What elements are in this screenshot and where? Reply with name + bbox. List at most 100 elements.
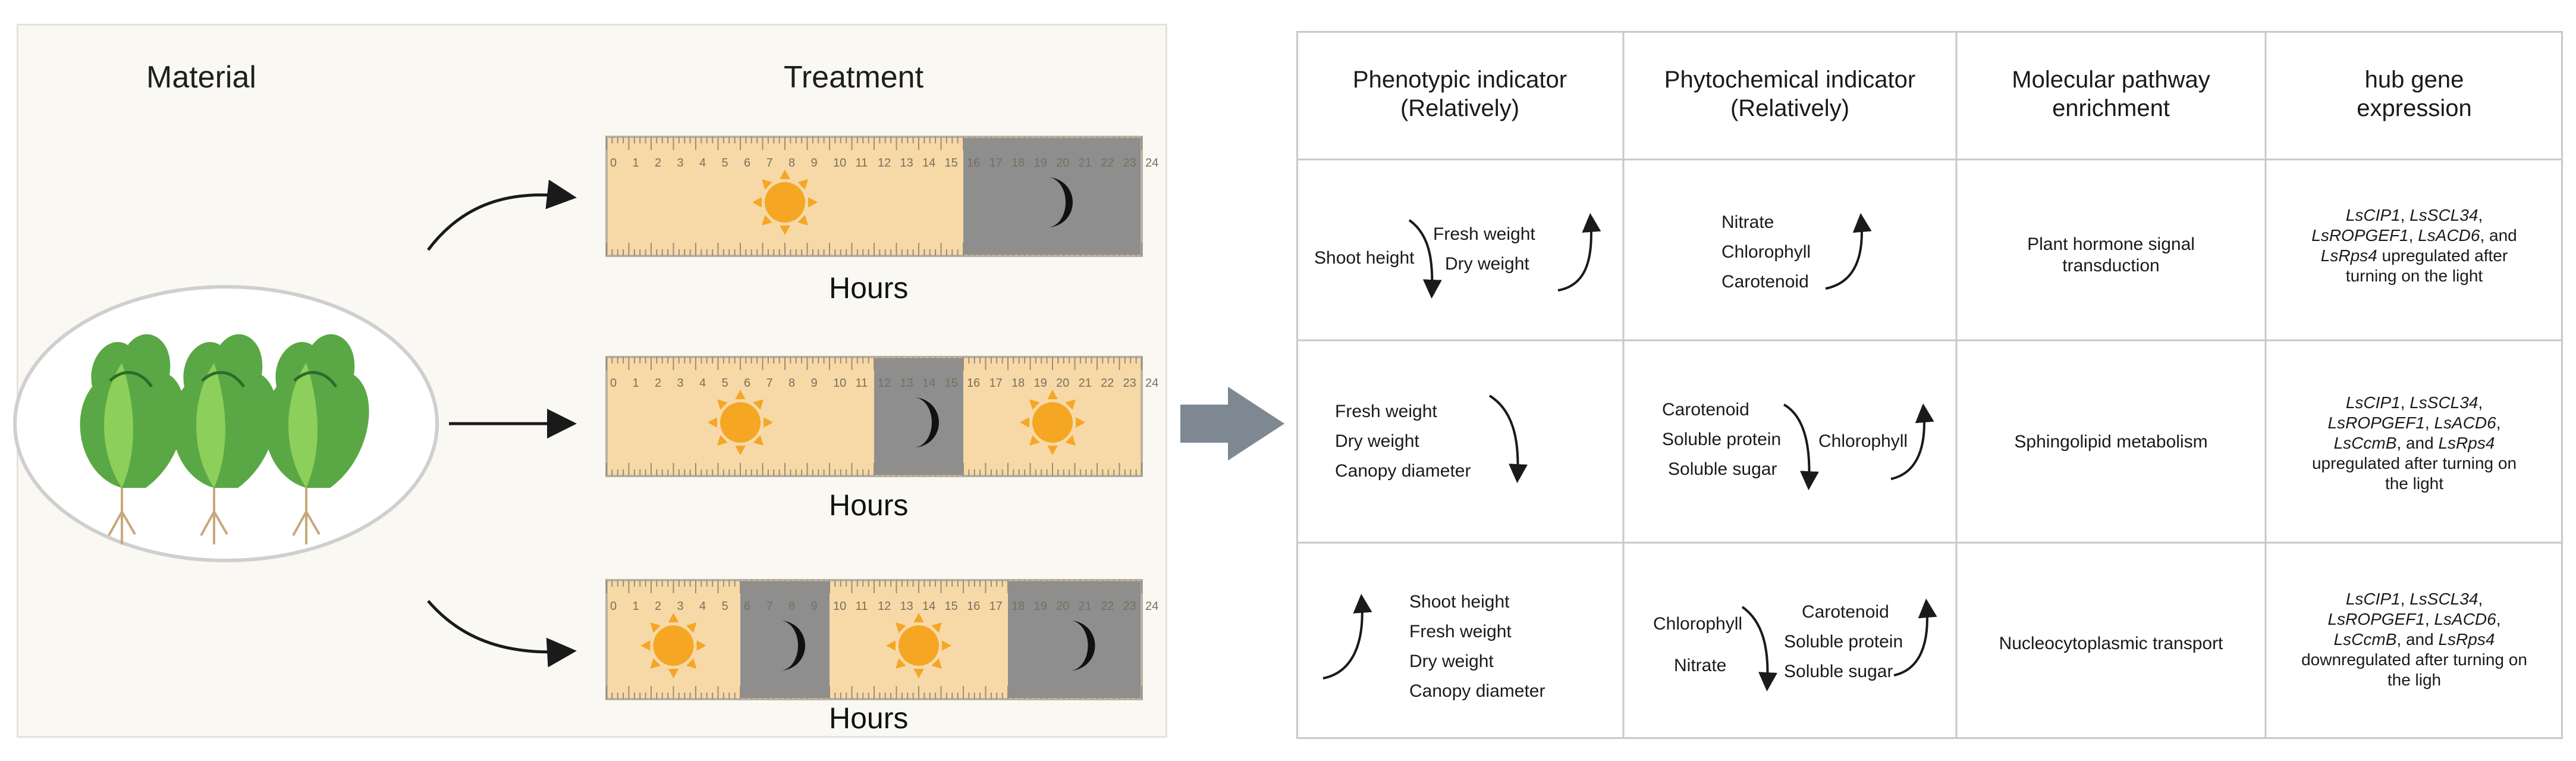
ruler-tick-label: 19: [1034, 600, 1047, 613]
up-trend-arrow: [1557, 213, 1601, 292]
ruler-tick-label: 15: [945, 600, 958, 613]
ruler-tick-label: 20: [1056, 156, 1069, 170]
ruler-tick-label: 2: [655, 600, 661, 613]
row2-gene-line: LsCcmB, and LsRps4: [2333, 434, 2495, 452]
ruler-tick-label: 21: [1079, 156, 1092, 170]
ruler-tick-label: 10: [833, 377, 846, 390]
ruler-tick-label: 5: [722, 600, 728, 613]
ruler-tick-label: 13: [900, 156, 913, 170]
ruler-tick-label: 23: [1123, 156, 1136, 170]
sun-icon: [1020, 390, 1085, 455]
up-trend-arrow: [1890, 403, 1934, 480]
moon-icon: [780, 621, 805, 671]
dark-period: [963, 137, 1142, 256]
ruler-tick-label: 21: [1079, 600, 1092, 613]
sun-icon: [886, 613, 951, 678]
row1-pathway-line: Plant hormone signal: [2027, 234, 2195, 254]
ruler-tick-label: 2: [655, 377, 661, 390]
down-trend-arrow: [1408, 219, 1442, 299]
ruler-tick-label: 19: [1034, 377, 1047, 390]
ruler-tick-label: 12: [878, 156, 891, 170]
row2-pathway-line: Sphingolipid metabolism: [2014, 432, 2208, 452]
ruler-tick-label: 17: [989, 156, 1003, 170]
ruler-tick-label: 18: [1011, 156, 1025, 170]
row2-gene-line: LsROPGEF1, LsACD6,: [2327, 414, 2501, 432]
ruler-tick-label: 1: [633, 156, 639, 170]
moon-icon: [914, 397, 939, 447]
ruler-tick-label: 22: [1101, 600, 1114, 613]
row2-genes: LsCIP1, LsSCL34, LsROPGEF1, LsACD6, LsCc…: [2266, 393, 2563, 494]
header-phytochemical: Phytochemical indicator (Relatively): [1623, 65, 1956, 123]
ruler-tick-label: 12: [878, 377, 891, 390]
ruler-tick-label: 14: [922, 377, 935, 390]
down-trend-arrow: [1488, 394, 1528, 483]
ruler-tick-label: 17: [989, 377, 1003, 390]
row3-phyto-down-item: Chlorophyll: [1653, 614, 1743, 634]
ruler-tick-label: 18: [1011, 377, 1025, 390]
ruler-tick-label: 24: [1145, 377, 1158, 390]
row3-gene-line: the ligh: [2387, 671, 2442, 689]
header-phenotypic-line1: Phenotypic indicator: [1352, 67, 1567, 93]
ruler-tick-label: 0: [610, 377, 617, 390]
results-table: [1296, 31, 2563, 739]
moon-icon: [1070, 621, 1095, 671]
ruler-tick-label: 24: [1145, 156, 1158, 170]
ruler-tick-label: 15: [945, 377, 958, 390]
row1-gene-line: turning on the light: [2345, 267, 2483, 285]
ruler-tick-label: 0: [610, 156, 617, 170]
row1-gene-line: LsCIP1, LsSCL34,: [2345, 206, 2483, 224]
ruler-tick-label: 4: [699, 377, 706, 390]
ruler-tick-label: 16: [967, 377, 980, 390]
row3-phyto-up-item: Carotenoid: [1802, 602, 1889, 622]
lettuce-plant-icon: [172, 334, 277, 544]
ruler-tick-label: 3: [677, 377, 684, 390]
row3-gene-line: downregulated after turning on: [2301, 650, 2527, 669]
ruler-tick-label: 9: [811, 600, 818, 613]
row1-pathway-line: transduction: [2062, 256, 2160, 275]
ruler-tick-label: 0: [610, 600, 617, 613]
ruler-tick-label: 7: [766, 600, 773, 613]
hours-label-2: Hours: [829, 488, 909, 522]
ruler-tick-label: 11: [856, 377, 868, 390]
ruler-tick-label: 8: [788, 600, 795, 613]
ruler-tick-label: 8: [788, 377, 795, 390]
ruler-tick-label: 5: [722, 377, 728, 390]
ruler-tick-label: 3: [677, 600, 684, 613]
row2-gene-line: LsCIP1, LsSCL34,: [2345, 393, 2483, 412]
big-transition-arrow: [1180, 387, 1284, 461]
header-hub-gene: hub gene expression: [2266, 65, 2563, 123]
up-trend-arrow: [1322, 594, 1372, 679]
ruler-tick-label: 6: [744, 156, 750, 170]
hours-label-1: Hours: [829, 271, 909, 305]
ruler-tick-label: 9: [811, 156, 818, 170]
moon-icon: [1048, 177, 1073, 227]
header-pathway: Molecular pathway enrichment: [1956, 65, 2266, 123]
ruler-tick-label: 22: [1101, 377, 1114, 390]
row2-pheno-down-item: Canopy diameter: [1335, 461, 1471, 481]
ruler-tick-label: 9: [811, 377, 818, 390]
row3-genes: LsCIP1, LsSCL34, LsROPGEF1, LsACD6, LsCc…: [2266, 589, 2563, 690]
ruler-tick-label: 10: [833, 156, 846, 170]
row2-phyto-down-item: Carotenoid: [1662, 400, 1749, 419]
row3-gene-line: LsCcmB, and LsRps4: [2333, 630, 2495, 649]
row1-genes: LsCIP1, LsSCL34, LsROPGEF1, LsACD6, and …: [2266, 205, 2563, 286]
arrow-to-treatment-1: [427, 179, 577, 251]
ruler-tick-label: 11: [856, 156, 868, 170]
row3-phyto-up-item: Soluble protein: [1784, 632, 1903, 652]
row2-gene-line: the light: [2385, 474, 2444, 493]
ruler-tick-label: 16: [967, 156, 980, 170]
ruler-tick-label: 10: [833, 600, 846, 613]
row2-phyto-down-item: Soluble sugar: [1668, 459, 1777, 479]
ruler-tick-label: 17: [989, 600, 1003, 613]
ruler-tick-label: 20: [1056, 377, 1069, 390]
header-hub-gene-line2: expression: [2357, 95, 2472, 121]
row1-phyto-up-item: Carotenoid: [1721, 272, 1809, 292]
row1-pathway: Plant hormone signal transduction: [1956, 234, 2266, 277]
ruler-tick-label: 8: [788, 156, 795, 170]
arrow-to-treatment-3: [427, 600, 577, 668]
header-phenotypic: Phenotypic indicator (Relatively): [1296, 65, 1623, 123]
sun-icon: [640, 613, 706, 678]
